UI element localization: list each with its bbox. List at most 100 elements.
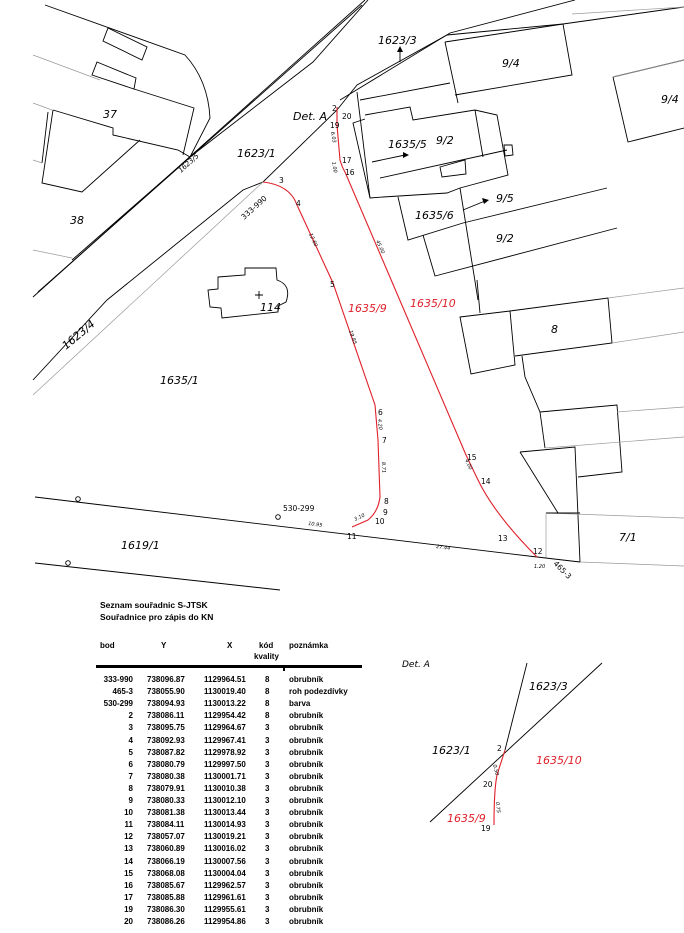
point-333-990: 333-990 bbox=[239, 194, 268, 222]
cell-y: 738096.87 bbox=[147, 675, 185, 684]
detail-dimension-2-20: 0.50 bbox=[491, 764, 500, 776]
cell-poznamka: obrubník bbox=[289, 783, 324, 793]
cell-kod: 8 bbox=[265, 687, 270, 697]
detail-parcel-1623-1: 1623/1 bbox=[432, 744, 471, 757]
cell-x: 1129955.61 bbox=[204, 904, 246, 914]
parcel-1635-10: 1635/10 bbox=[410, 297, 456, 310]
cell-poznamka: roh podezdívky bbox=[289, 687, 348, 697]
cell-x: 1129961.61 bbox=[204, 892, 246, 902]
cell-bod: 19 bbox=[124, 904, 133, 914]
point-9: 9 bbox=[383, 508, 388, 517]
cell-bod: 20 bbox=[124, 917, 133, 926]
cell-kod: 3 bbox=[265, 917, 270, 926]
cell-poznamka: obrubník bbox=[289, 735, 324, 745]
cell-poznamka: obrubník bbox=[289, 796, 324, 805]
right-buildings bbox=[352, 6, 684, 567]
cell-poznamka: obrubník bbox=[289, 856, 324, 866]
cell-x: 1130019.21 bbox=[204, 832, 246, 842]
cell-y: 738055.90 bbox=[147, 687, 185, 697]
cell-poznamka: obrubník bbox=[289, 759, 324, 769]
dimension-6-7: 4.20 bbox=[376, 419, 383, 431]
cell-poznamka: obrubník bbox=[289, 904, 324, 914]
parcel-37: 37 bbox=[103, 108, 117, 121]
cell-x: 1130012.10 bbox=[204, 796, 246, 805]
cell-poznamka: obrubník bbox=[289, 711, 324, 721]
cell-x: 1130013.44 bbox=[204, 808, 246, 818]
cell-x: 1130010.38 bbox=[204, 783, 246, 793]
coord-list-subtitle: Souřadnice pro zápis do KN bbox=[100, 612, 214, 622]
dimension-labels: 6.03 1.00 12.60 45.00 19.85 4.20 8.71 3.… bbox=[307, 131, 545, 570]
cell-bod: 2 bbox=[128, 711, 133, 721]
point-6: 6 bbox=[378, 408, 383, 417]
cell-bod: 16 bbox=[124, 880, 133, 890]
cell-bod: 11 bbox=[124, 820, 133, 830]
cell-bod: 4 bbox=[128, 735, 133, 745]
cell-kod: 3 bbox=[265, 892, 270, 902]
cell-kod: 3 bbox=[265, 832, 270, 842]
cell-bod: 333-990 bbox=[103, 675, 133, 684]
cell-kod: 3 bbox=[265, 844, 270, 854]
header-bod: bod bbox=[100, 641, 115, 650]
cell-y: 738060.89 bbox=[147, 844, 185, 854]
cell-x: 1130007.56 bbox=[204, 856, 246, 866]
dimension-16-15: 45.00 bbox=[374, 239, 385, 255]
parcel-labels: 1623/3 9/4 9/4 37 38 Det. A 1623/1 1623/… bbox=[60, 34, 679, 581]
parcel-7-1: 7/1 bbox=[619, 531, 637, 544]
header-rule bbox=[96, 665, 362, 668]
cell-kod: 8 bbox=[265, 675, 270, 684]
cell-y: 738084.11 bbox=[147, 820, 185, 830]
parcel-1635-6: 1635/6 bbox=[415, 209, 454, 222]
cell-x: 1130014.93 bbox=[204, 820, 246, 830]
road-lines bbox=[32, 0, 684, 396]
cell-bod: 465-3 bbox=[112, 687, 133, 697]
dimension-fence-right: 27.44 bbox=[436, 544, 451, 552]
cell-x: 1129962.57 bbox=[204, 880, 246, 890]
cell-x: 1130016.02 bbox=[204, 844, 246, 854]
cell-bod: 9 bbox=[128, 796, 133, 805]
point-8: 8 bbox=[384, 497, 389, 506]
cell-kod: 3 bbox=[265, 808, 270, 818]
cell-x: 1130019.40 bbox=[204, 687, 246, 697]
cell-y: 738092.93 bbox=[147, 735, 185, 745]
point-7: 7 bbox=[382, 436, 387, 445]
header-kvality: kvality bbox=[254, 652, 279, 661]
table-row: 465-3 738055.90 1130019.40 8 roh podezdívky bbox=[0, 687, 380, 699]
parcel-1623-4: 1623/4 bbox=[60, 317, 98, 352]
dimension-fence-left: 10.95 bbox=[308, 521, 323, 529]
point-3: 3 bbox=[279, 176, 284, 185]
parcel-1635-9: 1635/9 bbox=[348, 302, 387, 315]
parcel-114: 114 bbox=[260, 301, 281, 314]
cell-kod: 3 bbox=[265, 904, 270, 914]
point-2: 2 bbox=[332, 104, 337, 113]
cell-poznamka: obrubník bbox=[289, 747, 324, 757]
cell-bod: 530-299 bbox=[103, 699, 133, 709]
parcel-9-2: 9/2 bbox=[436, 134, 454, 147]
detail-a-marker: Det. A bbox=[293, 110, 327, 123]
parcel-9-2-lower: 9/2 bbox=[496, 232, 514, 245]
point-465-3: 465-3 bbox=[552, 559, 574, 581]
cell-poznamka: obrubník bbox=[289, 917, 324, 926]
point-19: 19 bbox=[330, 121, 340, 130]
coord-list-title: Seznam souřadnic S-JTSK bbox=[100, 600, 208, 610]
point-14: 14 bbox=[481, 477, 491, 486]
cell-y: 738085.88 bbox=[147, 892, 185, 902]
cell-x: 1130013.22 bbox=[204, 699, 246, 709]
point-numbers: 2 20 19 17 16 3 4 5 6 7 8 9 10 11 12 13 … bbox=[279, 104, 543, 556]
cell-kod: 8 bbox=[265, 711, 270, 721]
dimension-19-17: 6.03 bbox=[329, 131, 337, 143]
cell-bod: 15 bbox=[124, 868, 133, 878]
parcel-1623-1: 1623/1 bbox=[237, 147, 276, 160]
point-11: 11 bbox=[347, 532, 357, 541]
cell-poznamka: obrubník bbox=[289, 832, 324, 842]
parcel-38: 38 bbox=[70, 214, 84, 227]
